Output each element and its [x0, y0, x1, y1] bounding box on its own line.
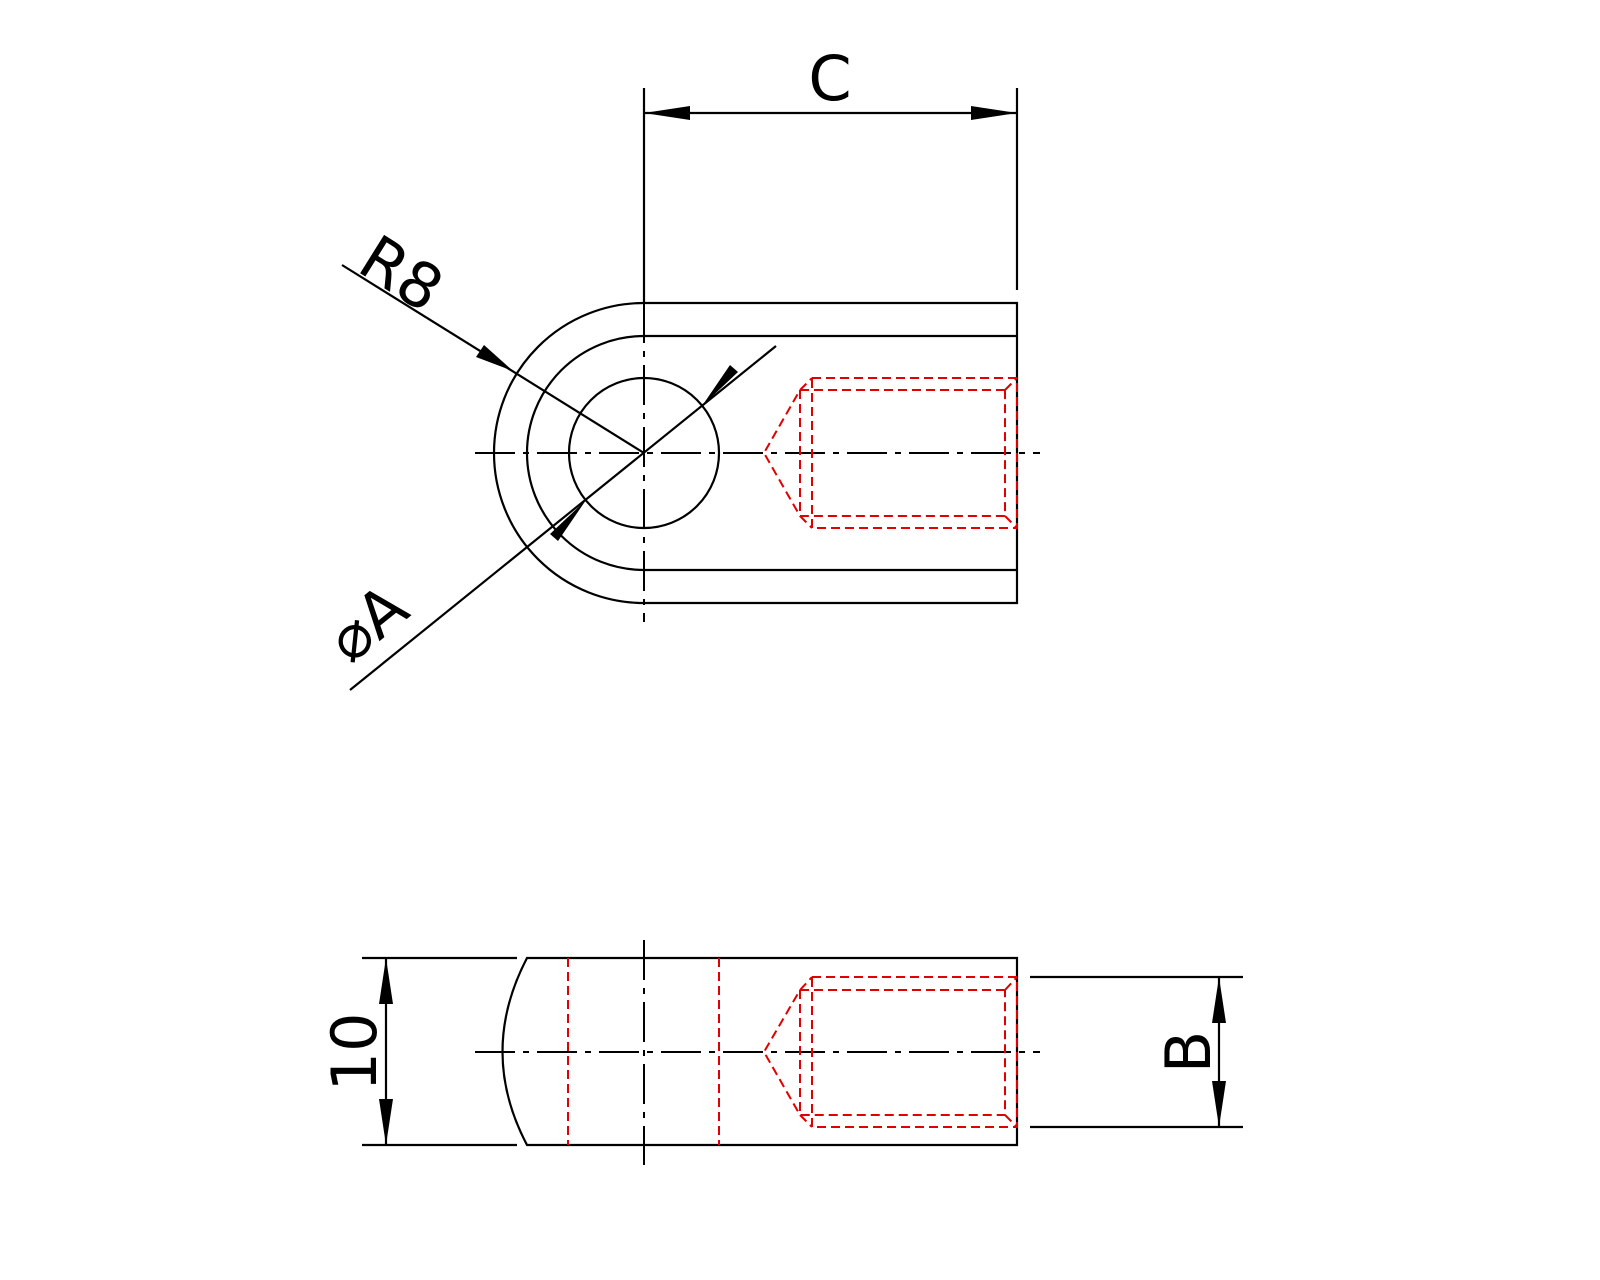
- dimension-10-label: 10: [318, 1013, 391, 1092]
- dimension-b-label: B: [1152, 1031, 1225, 1074]
- side-hidden-thread: [762, 976, 1018, 1128]
- hidden-thread: [762, 377, 1018, 529]
- dimension-b: B: [1030, 975, 1243, 1129]
- dimension-hole-label: ⌀A: [313, 570, 421, 677]
- side-outline: [501, 956, 1019, 1147]
- dimension-r8-label: R8: [347, 221, 456, 327]
- side-view: 10 B: [318, 940, 1243, 1165]
- dimension-c: C: [642, 42, 1019, 303]
- outer-outline: [492, 301, 1019, 605]
- top-view: C R8 ⌀A: [313, 42, 1040, 691]
- dimension-r8: R8: [341, 221, 645, 454]
- dimension-10: 10: [318, 956, 517, 1147]
- dimension-hole-diameter: ⌀A: [313, 345, 777, 691]
- dimension-c-label: C: [808, 42, 851, 115]
